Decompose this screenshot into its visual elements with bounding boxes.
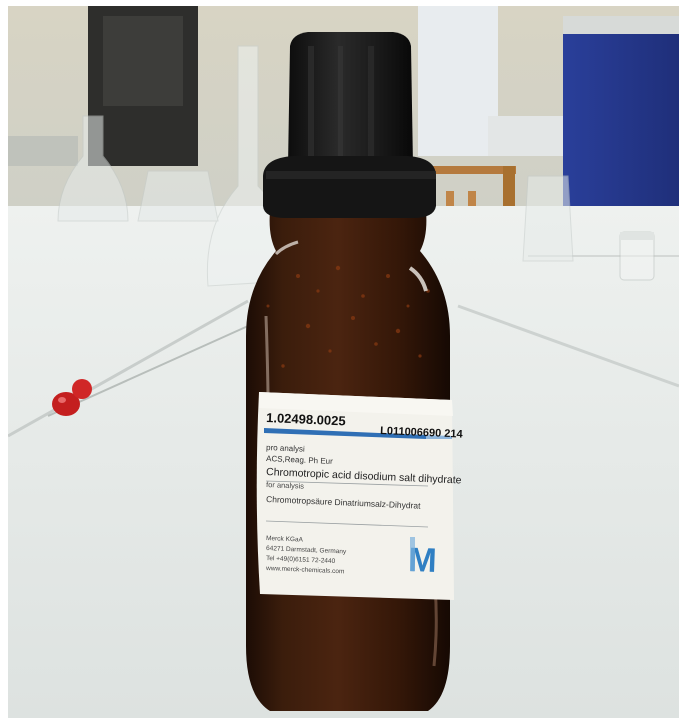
company-website: www.merck-chemicals.com	[265, 565, 345, 575]
label-stripe	[264, 428, 426, 439]
red-pipette-bulb	[52, 379, 92, 416]
company-name: Merck KGaA	[266, 535, 304, 544]
catalog-number: 1.02498.0025	[266, 410, 346, 428]
photo-scene: 1.02498.0025 L011006690 214 pro analysi …	[8, 6, 679, 718]
lot-number: L011006690 214	[380, 425, 464, 441]
grade-text: pro analysi	[266, 443, 305, 454]
background-window	[418, 6, 498, 156]
company-phone: Tel +49(0)6151 72-2440	[266, 555, 336, 565]
company-address: 64271 Darmstadt, Germany	[266, 545, 347, 556]
bottle-label: 1.02498.0025 L011006690 214 pro analysi …	[256, 392, 464, 600]
background-glassware	[57, 45, 655, 287]
standard-text: ACS,Reag. Ph Eur	[266, 454, 333, 466]
photo-frame: 1.02498.0025 L011006690 214 pro analysi …	[8, 6, 679, 718]
product-subtitle-en: for analysis	[266, 480, 305, 491]
bottle-cap	[263, 32, 436, 218]
